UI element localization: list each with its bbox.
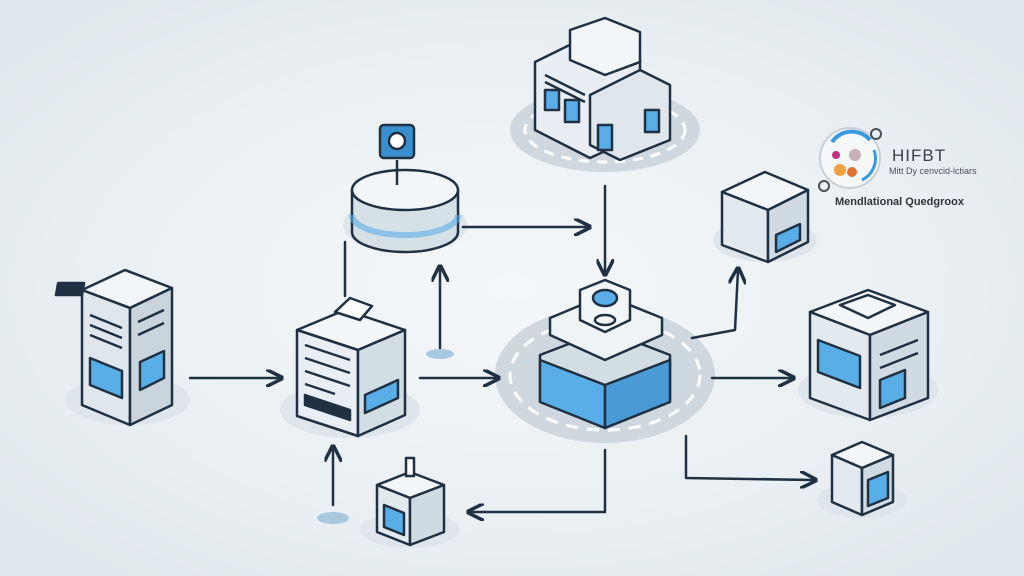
storage-box[interactable] <box>720 170 810 264</box>
arrow-hub-to-storage-box <box>690 270 738 340</box>
legend-caption: Mendlational Quedgroox <box>835 196 964 208</box>
file-server[interactable] <box>295 296 407 438</box>
splash-icon <box>426 349 454 359</box>
legend-logo-icon <box>818 127 882 192</box>
splash-icon <box>317 512 349 524</box>
edge-device[interactable] <box>830 440 895 517</box>
top-building[interactable] <box>533 16 672 162</box>
arrow-hub-to-edge-device <box>684 434 814 480</box>
central-hub[interactable] <box>538 278 672 430</box>
legend-subtitle: Mitt Dy cenvcid-lctiars <box>889 166 977 176</box>
right-building[interactable] <box>808 288 930 422</box>
left-server[interactable] <box>54 268 174 427</box>
arrow-hub-to-bottom-device <box>470 448 607 512</box>
legend-title: HIFBT <box>892 146 947 165</box>
round-node[interactable] <box>349 123 461 254</box>
bottom-device[interactable] <box>375 456 446 547</box>
